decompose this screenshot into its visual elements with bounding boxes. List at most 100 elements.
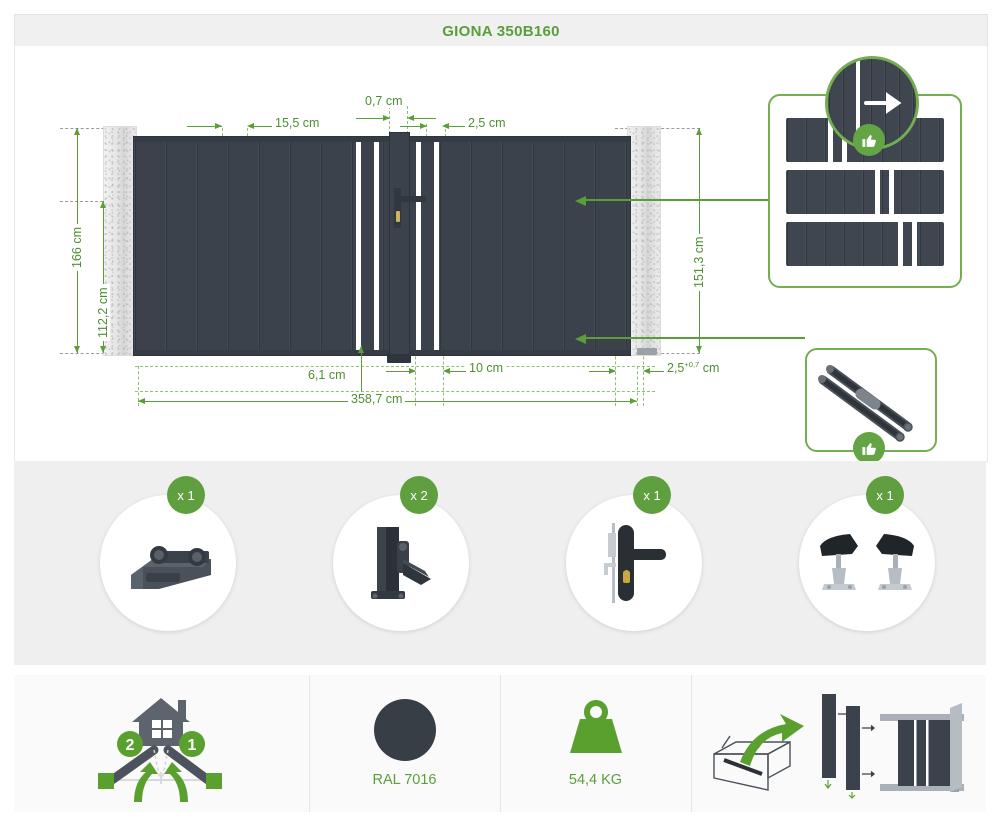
leaf-number-right: 1 [188,737,197,754]
dim-line-slat-right [254,126,272,127]
guide-v-bottom-a [415,346,416,406]
arrow-right-bottom-center [409,367,416,374]
arrow-left-total-width [138,397,145,404]
accessory-qty-badge-2: x 2 [400,476,438,514]
accessory-hinge-post[interactable] [333,495,469,631]
right-foot [637,348,657,355]
leader-arrow-strut [575,333,586,344]
arrow-down-height-right [695,346,702,353]
dim-line-top-right-b [449,126,465,127]
thumb-up-icon [861,134,876,147]
keyhole-icon [396,211,400,222]
dim-label-top-gap: 0,7 cm [362,94,406,108]
arrow-right-slat [215,122,222,129]
decor-bar-right-2 [434,142,439,350]
leaf-top-rail-left [134,137,391,142]
dim-line-bottom-center-a [386,371,415,372]
thumb-up-badge-slat [853,124,885,156]
arrow-up-height-panel [99,201,106,208]
leader-line-strut [581,337,805,339]
arrow-right-top-right [420,122,427,129]
arrow-right-icon [864,92,902,114]
arrow-right-top-gap [383,114,390,121]
arrow-up-bottom-left [357,346,364,353]
decor-bar-right-1 [416,142,421,350]
dim-line-slat-left [187,126,222,127]
decor-bar-left-2 [374,142,379,350]
mini-gate-row-3 [786,222,944,266]
info-strip: 2 1 RAL 7016 54,4 KG [14,675,986,812]
arrow-down-height-panel [99,346,106,353]
center-post [389,132,410,360]
dim-label-slat: 15,5 cm [272,116,323,130]
dim-bottom-right-tolerance: +0,7 [684,360,700,369]
dim-line-bottom-right-a [589,371,615,372]
leaf-number-left: 2 [126,737,135,754]
info-cell-color: RAL 7016 [310,675,501,812]
technical-drawing-panel: 166 cm 112,2 cm 151,3 cm 15,5 cm 0,7 cm … [14,46,988,464]
gate-leaf-left [133,136,392,356]
handle-plate [394,188,401,228]
guide-top [60,128,120,129]
accessory-handle-lock-set[interactable] [566,495,702,631]
pillar-right [627,126,661,356]
accessory-ground-stop-bracket[interactable] [100,495,236,631]
arrow-down-height-total [73,346,80,353]
leaf-slats-left [134,137,391,355]
dim-line-top-gap-right [414,118,436,119]
dim-label-top-right: 2,5 cm [465,116,509,130]
gas-strut-icon [818,365,913,442]
dim-label-bottom-right: 2,5+0,7 cm [664,360,723,376]
arrow-up-height-total [73,128,80,135]
dim-bottom-right-unit: cm [702,361,720,376]
weight-icon [569,700,622,753]
guide-v-bottom-c [615,346,616,406]
pillar-texture-right [628,127,660,355]
dim-line-top-right-a [400,126,426,127]
sheet-header: GIONA 350B160 [14,14,988,48]
arrow-left-bottom-center [443,367,450,374]
bubble-white-bar [856,59,860,147]
arrow-right-bottom-right [609,367,616,374]
leader-arrow-slat [575,195,586,206]
dim-line-top-gap-left [356,118,389,119]
leaf-slats-right [408,137,630,355]
dim-line-bottom-center-b [450,371,466,372]
accessory-qty-badge-1: x 1 [167,476,205,514]
arrow-left-slat [247,122,254,129]
dim-label-height-panel: 112,2 cm [96,284,110,341]
dim-line-bottom-left [361,346,362,391]
accessories-panel: x 1 x 2 [14,461,986,665]
leader-line-slat [581,199,768,201]
info-cell-packaging [692,675,987,812]
mini-gate-gap-3b [912,222,917,266]
packaging-assembly-icon [713,694,964,799]
guide-v-bottom-d [643,346,644,406]
arrow-left-top-gap [407,114,414,121]
guide-v-bottom-b [443,346,444,406]
thumb-up-icon-strut [861,442,876,455]
accessory-qty-badge-3: x 1 [633,476,671,514]
guide-base-dim [135,391,655,392]
gate-handle [396,196,426,202]
arrow-left-top-right [442,122,449,129]
dim-bottom-right-value: 2,5 [667,361,685,376]
color-label: RAL 7016 [372,772,437,788]
dim-label-bottom-left: 6,1 cm [305,368,349,382]
arrow-up-height-right [695,128,702,135]
dim-label-height-right: 151,3 cm [692,233,706,291]
mini-gate-gap-2b [889,170,894,214]
leaf-top-rail-right [408,137,630,142]
guide-v-total-left [138,366,139,406]
accessory-gate-stop-pair[interactable] [799,495,935,631]
decor-bar-left-1 [356,142,361,350]
ground-stop-bracket-icon [131,546,211,589]
mini-gate-gap-2 [875,170,880,214]
opening-direction-diagram: 2 1 [98,697,223,802]
page-title: GIONA 350B160 [442,22,560,40]
arrow-right-total-width [630,397,637,404]
guide-v-total-right [637,366,638,406]
dim-line-height-panel [103,201,104,353]
mini-gate-gap-3 [898,222,903,266]
